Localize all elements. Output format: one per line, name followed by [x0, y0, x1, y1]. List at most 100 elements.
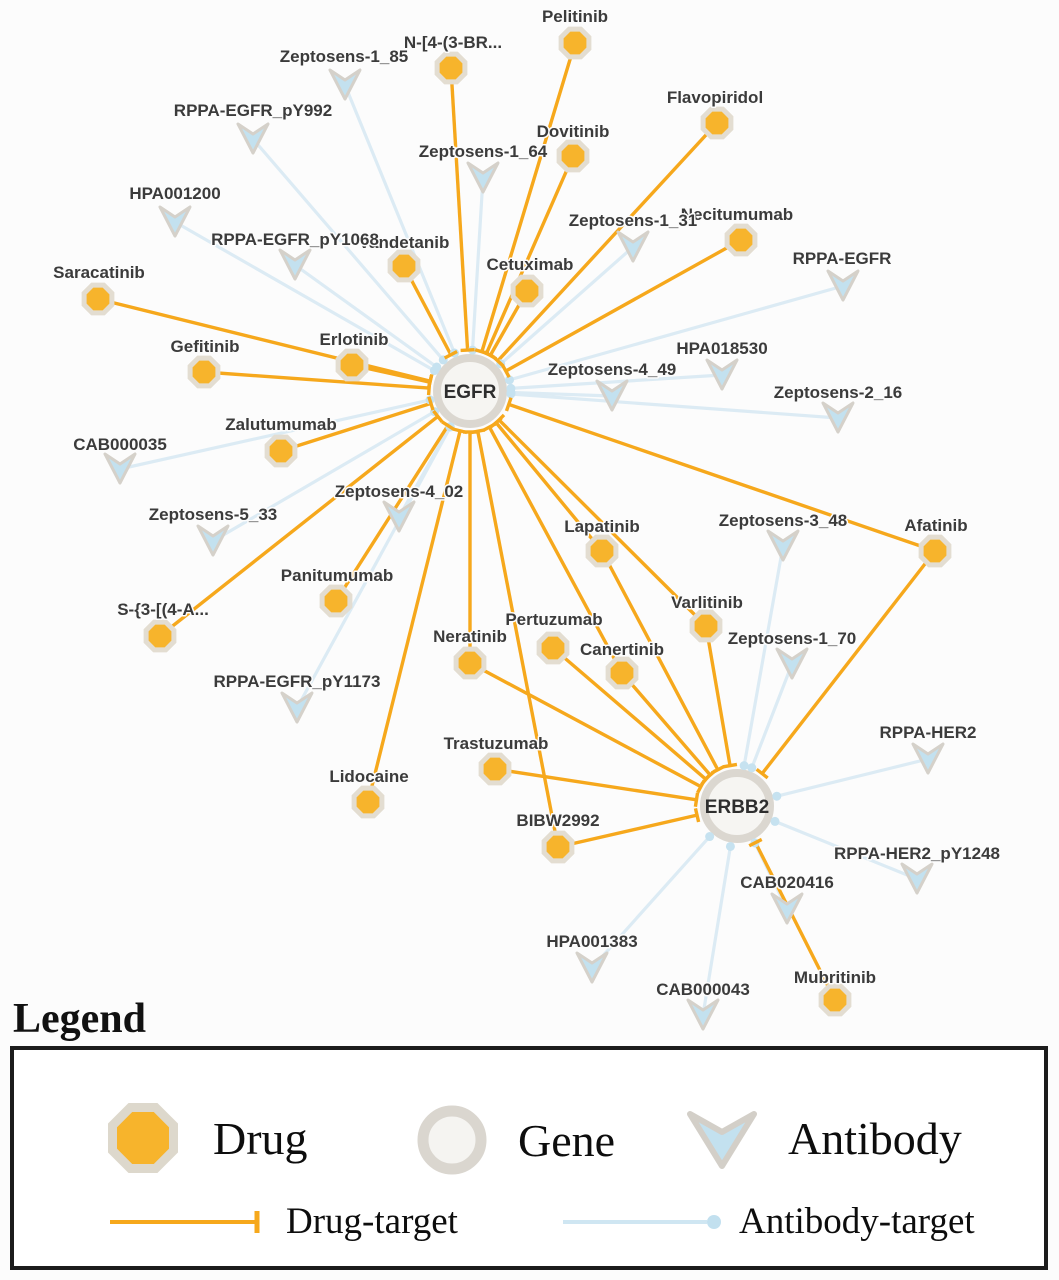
drug-node[interactable] — [689, 609, 723, 643]
antibody-node[interactable] — [686, 998, 720, 1031]
drug-node[interactable] — [605, 656, 639, 690]
antibody-node-label: HPA001200 — [129, 184, 220, 203]
antibody-node[interactable] — [826, 269, 860, 302]
drug-target-edge — [620, 671, 712, 777]
antibody-node-label: RPPA-EGFR — [793, 249, 892, 268]
drug-node[interactable] — [335, 348, 369, 382]
drug-target-edge — [494, 767, 697, 802]
edges-drug-layer — [97, 42, 937, 1001]
drug-node[interactable] — [536, 631, 570, 665]
antibody-node[interactable] — [595, 379, 629, 412]
antibody-node[interactable] — [911, 742, 945, 775]
drug-target-edge — [366, 430, 462, 803]
antibody-node[interactable] — [616, 230, 650, 263]
drug-node[interactable] — [319, 584, 353, 618]
drug-node[interactable] — [558, 26, 592, 60]
drug-node[interactable] — [453, 646, 487, 680]
drug-node[interactable] — [918, 534, 952, 568]
drug-node[interactable] — [143, 619, 177, 653]
antibody-node[interactable] — [766, 529, 800, 562]
drug-target-tee — [500, 364, 511, 378]
antibody-node[interactable] — [278, 248, 312, 281]
drug-node[interactable] — [818, 983, 852, 1017]
drug-node-label: Panitumumab — [281, 566, 393, 585]
legend-drug-label: Drug — [213, 1112, 308, 1164]
drug-node[interactable] — [700, 106, 734, 140]
drug-target-edge — [557, 813, 698, 849]
legend-antibody-target-label: Antibody-target — [739, 1201, 975, 1242]
drug-node[interactable] — [351, 785, 385, 819]
drug-node-label: Varlitinib — [671, 593, 743, 612]
drug-target-edge — [280, 401, 432, 453]
nodes-layer — [81, 26, 952, 1031]
gene-node[interactable] — [700, 769, 774, 843]
antibody-node[interactable] — [821, 401, 855, 434]
drug-node[interactable] — [434, 51, 468, 85]
legend-gene-label: Gene — [518, 1114, 616, 1166]
drug-node-label: BIBW2992 — [516, 811, 599, 830]
antibody-node[interactable] — [196, 524, 230, 557]
drug-node-label: Mubritinib — [794, 968, 876, 987]
antibody-target-dot — [432, 362, 442, 372]
drug-node[interactable] — [585, 534, 619, 568]
antibody-target-dot — [504, 375, 514, 385]
antibody-node[interactable] — [328, 68, 362, 101]
drug-node-label: Afatinib — [904, 516, 967, 535]
antibody-node-label: RPPA-EGFR_pY1068 — [211, 230, 379, 249]
legend-item-gene: Gene — [412, 1100, 615, 1180]
drug-target-edge — [487, 426, 624, 674]
drug-node-label: Necitumumab — [681, 205, 793, 224]
drug-node[interactable] — [387, 249, 421, 283]
drug-node[interactable] — [724, 223, 758, 257]
legend-title: Legend — [13, 996, 147, 1042]
drug-target-edge — [504, 238, 742, 373]
gene-node[interactable] — [433, 354, 507, 428]
antibody-node[interactable] — [466, 161, 500, 194]
drug-target-edge — [203, 370, 430, 390]
antibody-target-line-icon — [563, 1214, 721, 1229]
antibody-node[interactable] — [575, 951, 609, 984]
antibody-node[interactable] — [770, 892, 804, 925]
antibody-node[interactable] — [280, 691, 314, 724]
drug-target-tee — [427, 396, 435, 411]
antibody-node[interactable] — [103, 452, 137, 485]
drug-node[interactable] — [541, 830, 575, 864]
antibody-target-edge — [343, 84, 456, 354]
antibody-node-label: Zeptosens-1_70 — [728, 629, 857, 648]
antibody-target-edge — [742, 545, 785, 766]
drug-node-label: Flavopiridol — [667, 88, 763, 107]
antibody-node[interactable] — [236, 122, 270, 155]
antibody-target-dot — [739, 761, 749, 771]
drug-target-tee — [426, 374, 434, 390]
drug-node[interactable] — [510, 274, 544, 308]
antibody-node-label: HPA018530 — [676, 339, 767, 358]
antibody-node-label: Zeptosens-1_85 — [280, 47, 409, 66]
antibody-target-edge — [750, 663, 794, 769]
drug-node-label: Lapatinib — [564, 517, 640, 536]
drug-node-label: N-[4-(3-BR... — [404, 33, 502, 52]
antibody-target-edge — [119, 398, 431, 471]
antibody-target-edge — [510, 390, 613, 398]
drug-target-edge — [97, 297, 431, 383]
drug-target-tee — [703, 769, 717, 781]
drug-target-edge — [760, 549, 937, 775]
legend-box: Drug Gene Antibody Drug-target — [10, 1046, 1048, 1270]
antibody-node[interactable] — [705, 358, 739, 391]
legend-drug-target-label: Drug-target — [286, 1201, 458, 1242]
drug-node-label: S-{3-[(4-A... — [117, 600, 209, 619]
drug-node[interactable] — [556, 139, 590, 173]
drug-node-label: Pelitinib — [542, 7, 608, 26]
antibody-node[interactable] — [900, 862, 934, 895]
drug-node[interactable] — [264, 434, 298, 468]
drug-node[interactable] — [187, 355, 221, 389]
drug-node[interactable] — [81, 282, 115, 316]
antibody-node[interactable] — [158, 205, 192, 238]
antibody-node[interactable] — [382, 500, 416, 533]
drug-node-label: Pertuzumab — [505, 610, 602, 629]
antibody-node-label: CAB000043 — [656, 980, 750, 999]
drug-node[interactable] — [478, 752, 512, 786]
antibody-target-dot — [506, 389, 516, 399]
antibody-node-label: Zeptosens-3_48 — [719, 511, 848, 530]
antibody-node[interactable] — [775, 647, 809, 680]
